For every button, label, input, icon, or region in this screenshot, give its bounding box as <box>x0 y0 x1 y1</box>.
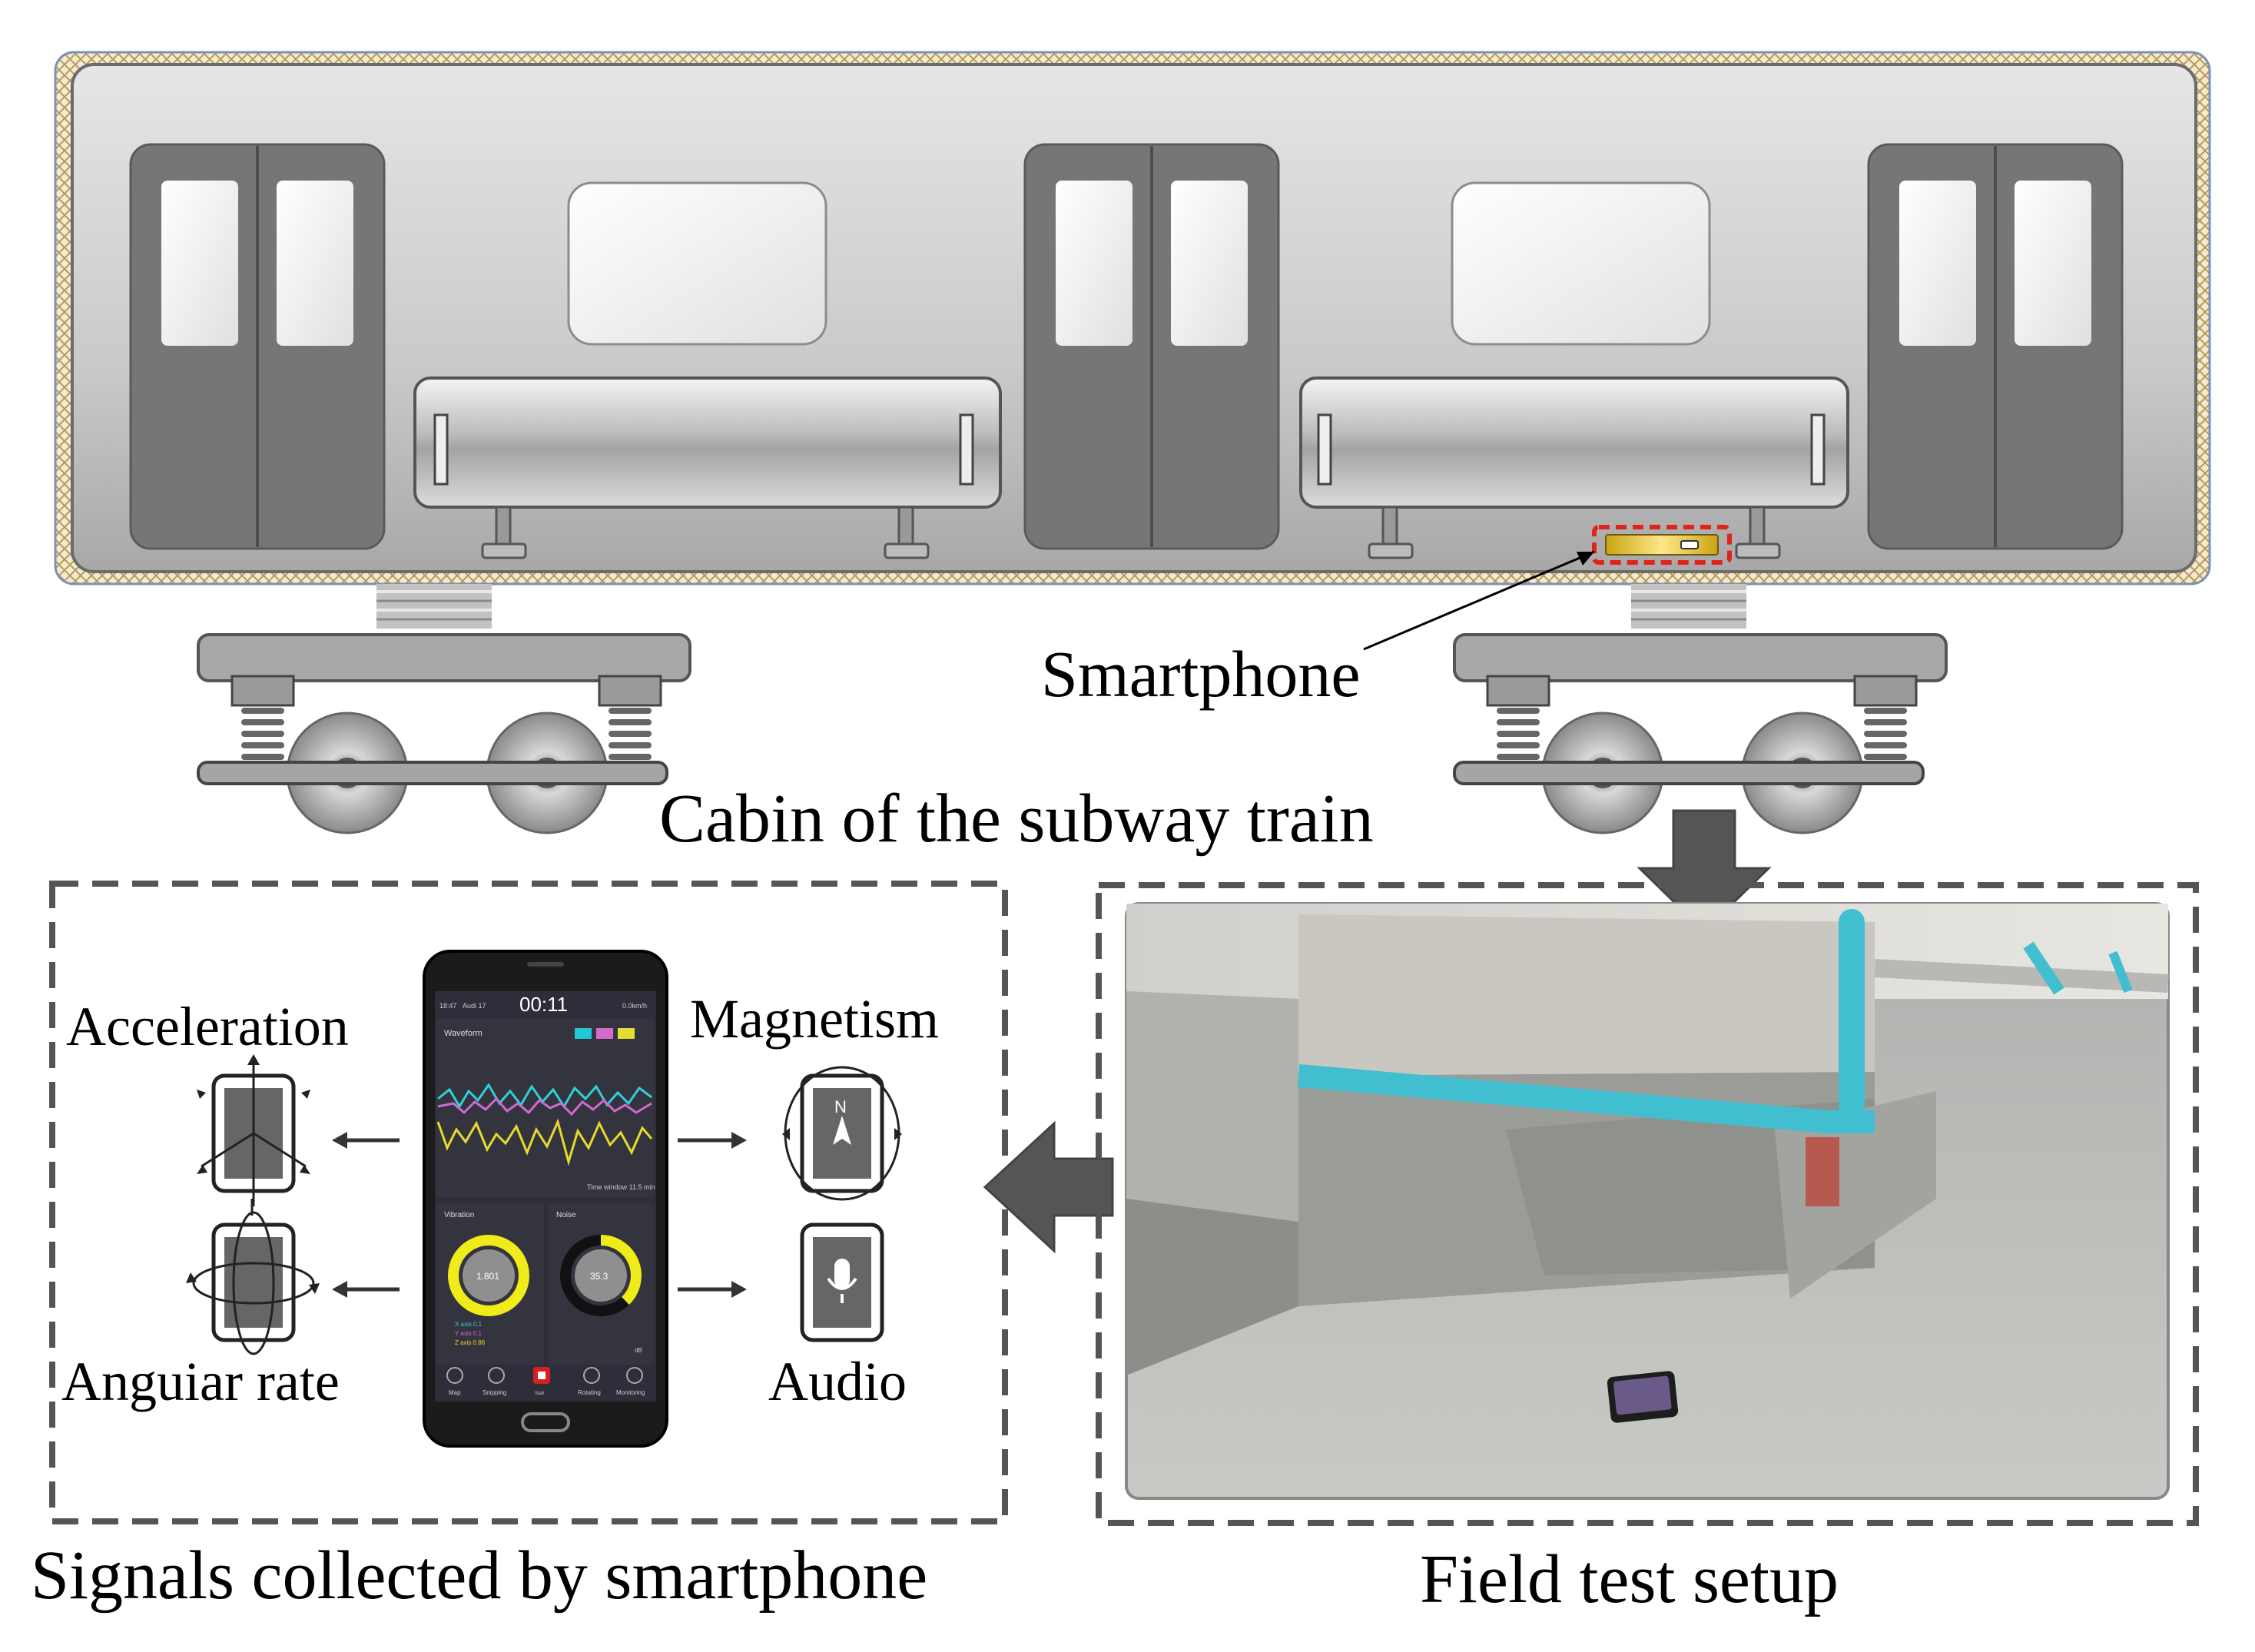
audio-label: Audio <box>768 1351 907 1412</box>
left-arrow-icon <box>983 1120 1114 1254</box>
door-window <box>161 181 238 346</box>
acceleration-icon <box>197 1054 310 1206</box>
nav-snipping: Snipping <box>483 1389 506 1396</box>
down-arrow-icon <box>1637 809 1772 934</box>
angular-rate-label: Anguiar rate <box>61 1351 340 1412</box>
nav-icon <box>583 1367 600 1384</box>
home-button <box>521 1412 570 1432</box>
noise-gauge-fill <box>600 1235 642 1305</box>
status-time: 18:47 <box>439 1002 457 1010</box>
smartphone-label: Smartphone <box>1041 637 1361 711</box>
status-speed: 0.0km/h <box>622 1002 647 1010</box>
timer: 00:11 <box>519 993 568 1016</box>
bogie-damper <box>376 584 492 629</box>
time-window: Time window 11.5 min <box>587 1183 655 1191</box>
axis-y: Y axis 0.1 <box>455 1330 483 1337</box>
smartphone-pointer-line <box>1363 550 1595 651</box>
door-left <box>129 143 386 550</box>
nav-rotating: Rotating <box>578 1389 601 1396</box>
cabin-caption: Cabin of the subway train <box>659 781 1374 857</box>
vibration-value: 1.801 <box>476 1271 499 1282</box>
vibration-gauge <box>448 1235 529 1316</box>
door-window <box>1171 181 1248 346</box>
field-caption: Field test setup <box>1420 1541 1839 1617</box>
bogie-left <box>197 584 691 834</box>
field-panel <box>1096 882 2199 1526</box>
door-right <box>1867 143 2124 550</box>
bogie-right <box>1453 584 1948 834</box>
cabin-window-left <box>567 181 827 346</box>
door-middle <box>1023 143 1280 550</box>
vibration-title: Vibration <box>444 1211 474 1219</box>
signals-caption: Signals collected by smartphone <box>31 1538 927 1614</box>
acceleration-label: Acceleration <box>66 996 349 1057</box>
door-window <box>277 181 353 346</box>
angular-rate-icon <box>186 1211 320 1355</box>
axis-x: X axis 0.1 <box>455 1321 483 1328</box>
waveform-pink <box>437 1096 652 1116</box>
door-window <box>1899 181 1976 346</box>
seat-bench <box>1298 914 1875 1076</box>
magnetism-label: Magnetism <box>690 988 939 1050</box>
phone-nav: Map Snipping Start Rotating Monitoring <box>446 1367 645 1396</box>
nav-monitoring: Monitoring <box>616 1389 645 1396</box>
noise-value: 35.3 <box>590 1271 609 1282</box>
door-window <box>2015 181 2091 346</box>
bogie-damper <box>1631 584 1746 629</box>
door-window <box>1056 181 1132 346</box>
waveform-yellow <box>436 1118 653 1166</box>
compass-letter: N <box>834 1097 847 1116</box>
cabin-window-right <box>1451 181 1711 346</box>
signals-panel <box>49 881 1008 1524</box>
audio-icon <box>800 1222 884 1342</box>
nav-icon <box>488 1367 505 1384</box>
noise-title: Noise <box>556 1211 576 1219</box>
axis-z: Z axis 0.86 <box>455 1339 486 1346</box>
signal-arrows <box>332 1132 747 1298</box>
subway-cabin <box>54 51 2211 585</box>
magnetism-icon: N <box>782 1066 902 1201</box>
nav-start: Start <box>535 1392 545 1396</box>
nav-icon <box>626 1367 643 1384</box>
smartphone-marker <box>1592 525 1732 565</box>
seat-right <box>1299 377 1849 559</box>
phone-on-floor <box>1607 1371 1679 1423</box>
noise-unit: dB <box>635 1347 642 1354</box>
nav-icon <box>446 1367 463 1384</box>
nav-map: Map <box>449 1389 461 1396</box>
field-photo <box>1125 902 2170 1500</box>
seat-left <box>413 377 1002 559</box>
waveform-title: Waveform <box>444 1029 483 1038</box>
status-date: Audi 17 <box>463 1002 486 1010</box>
phone-app: 18:47 Audi 17 0.0km/h 00:11 Waveform Tim… <box>423 950 668 1448</box>
